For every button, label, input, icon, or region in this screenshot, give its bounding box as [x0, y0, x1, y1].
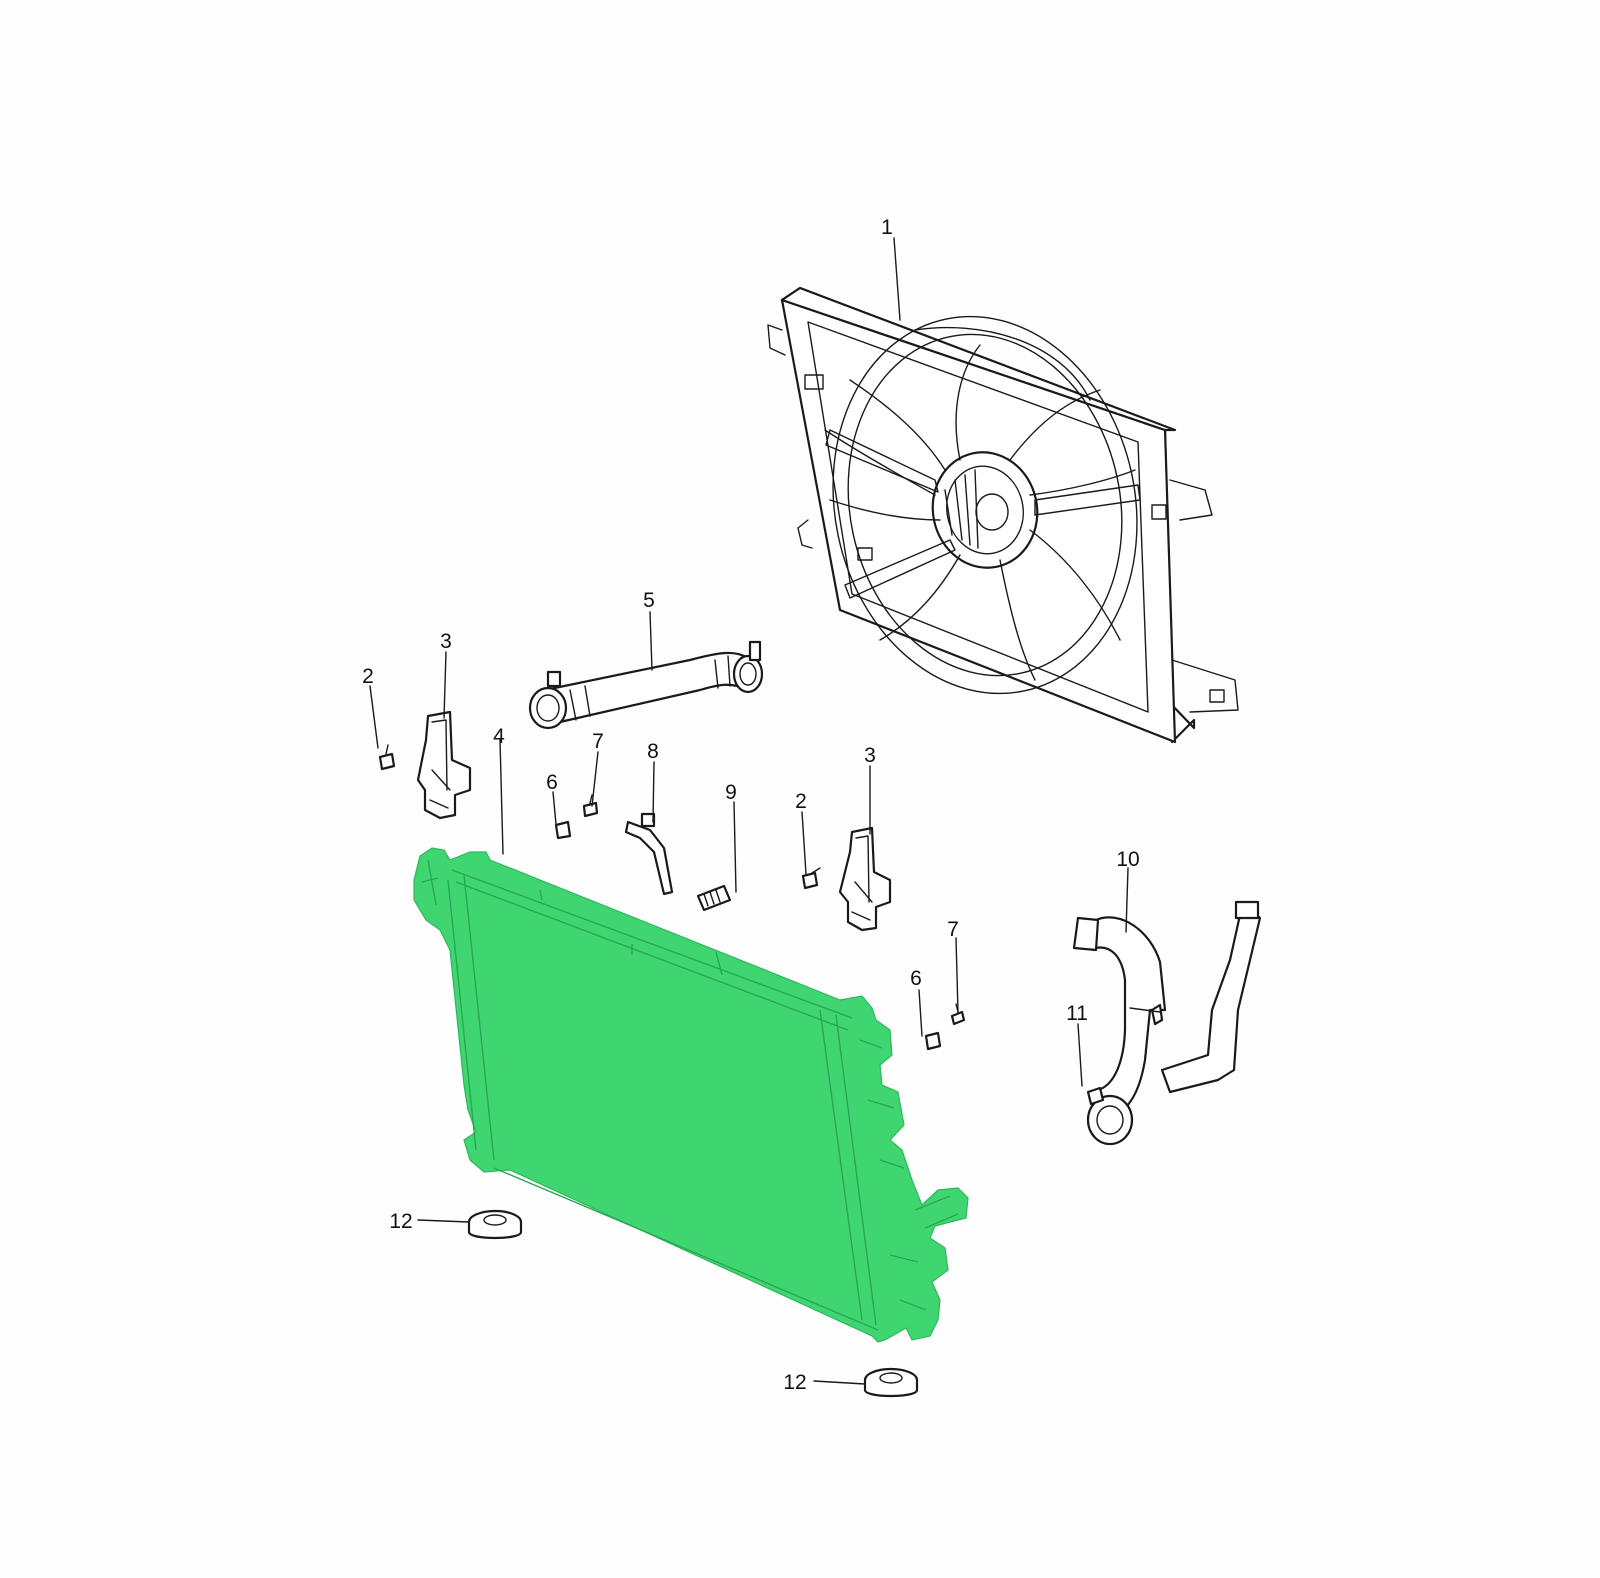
leader-lines — [369, 237, 1129, 1385]
callout-6-right: 6 — [910, 967, 922, 990]
insulator-left[interactable] — [467, 1209, 523, 1240]
callout-4: 4 — [493, 725, 505, 748]
coolant-sensor[interactable] — [696, 884, 732, 912]
overflow-tube[interactable] — [624, 812, 674, 896]
clip-left[interactable] — [554, 820, 572, 840]
callout-8: 8 — [647, 740, 659, 763]
radiator-bracket-right[interactable] — [838, 826, 892, 932]
callout-9: 9 — [725, 781, 737, 804]
lower-radiator-hose[interactable] — [1072, 900, 1262, 1146]
callout-2-right: 2 — [795, 790, 807, 813]
callout-5: 5 — [643, 589, 655, 612]
bolt-left[interactable] — [378, 744, 396, 771]
callout-3-left: 3 — [440, 630, 452, 653]
fan-shroud-assembly[interactable] — [767, 286, 1239, 744]
clip-right[interactable] — [924, 1031, 942, 1051]
callout-1: 1 — [881, 216, 893, 239]
callout-7-left: 7 — [592, 730, 604, 753]
insulator-right[interactable] — [863, 1367, 919, 1398]
radiator[interactable] — [413, 847, 969, 1343]
bolt-right[interactable] — [801, 867, 821, 890]
callout-6-left: 6 — [546, 771, 558, 794]
upper-radiator-hose[interactable] — [528, 640, 764, 730]
callout-2-left: 2 — [362, 665, 374, 688]
callout-12-right: 12 — [783, 1371, 806, 1394]
callout-3-right: 3 — [864, 744, 876, 767]
radiator-bracket-left[interactable] — [416, 710, 472, 820]
screw-left[interactable] — [582, 794, 599, 818]
callout-7-right: 7 — [947, 918, 959, 941]
callout-11: 11 — [1066, 1002, 1088, 1025]
callout-12-left: 12 — [389, 1210, 412, 1233]
callout-labels: 1 2 2 3 3 4 5 6 6 7 7 8 9 10 11 12 12 — [362, 216, 1140, 1394]
callout-10: 10 — [1116, 848, 1139, 871]
